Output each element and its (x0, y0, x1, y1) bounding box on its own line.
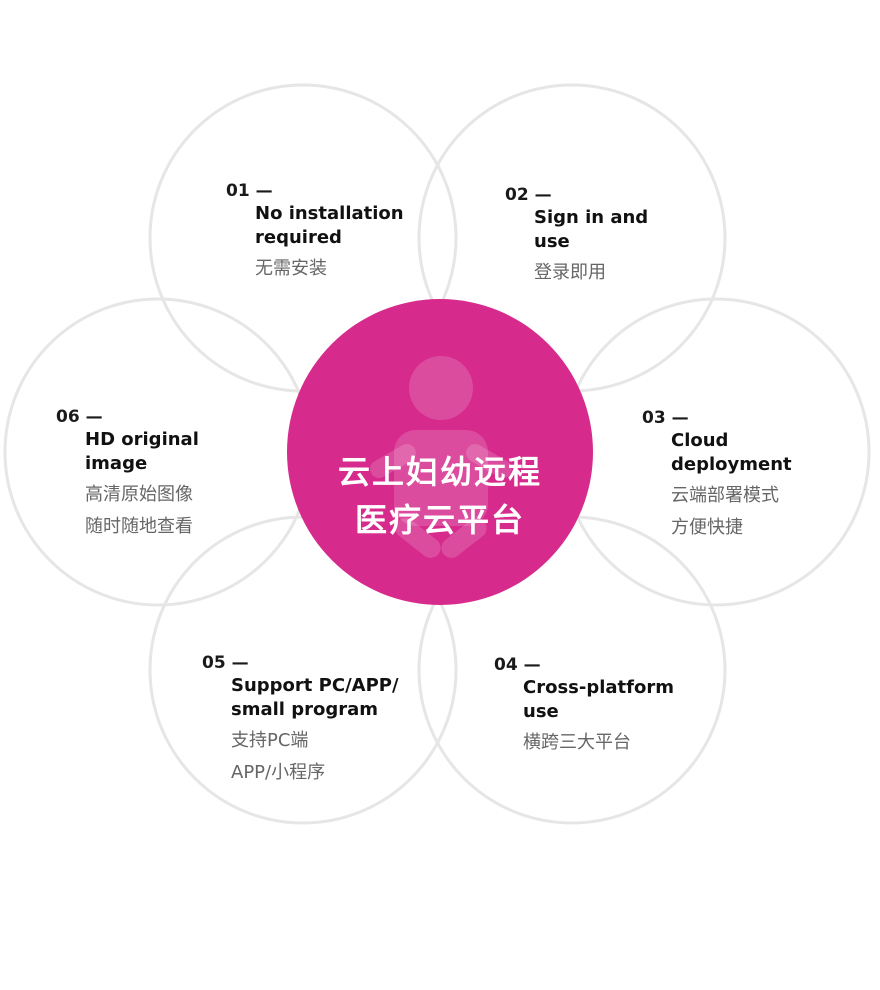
feature-number: 04 (494, 655, 694, 675)
feature-number: 06 (56, 407, 256, 427)
center-title-line1: 云上妇幼远程 (337, 453, 542, 491)
feature-title: Support PC/APP/ small program (231, 674, 402, 722)
center-title-line2: 医疗云平台 (354, 501, 525, 539)
feature-title: No installation required (255, 202, 426, 250)
feature-desc-line2: 方便快捷 (671, 517, 743, 538)
center-title: 云上妇幼远程 医疗云平台 (290, 448, 590, 544)
feature-desc: 高清原始图像 随时随地查看 (85, 479, 256, 543)
feature-title-line2: image (85, 453, 148, 474)
feature-desc-line1: 云端部署模式 (671, 485, 779, 506)
feature-05: 05 Support PC/APP/ small program 支持PC端 A… (202, 653, 402, 789)
feature-title: Cross-platform use (523, 676, 694, 724)
feature-number: 02 (505, 185, 705, 205)
feature-title-line2: required (255, 227, 342, 248)
feature-number: 03 (642, 408, 842, 428)
feature-desc-line2: APP/小程序 (231, 762, 326, 783)
feature-title: HD original image (85, 428, 256, 476)
feature-desc: 云端部署模式 方便快捷 (671, 480, 842, 544)
feature-title-line1: No installation (255, 203, 404, 224)
feature-desc-line1: 支持PC端 (231, 730, 309, 751)
feature-desc-line1: 横跨三大平台 (523, 732, 631, 753)
feature-title-line1: Support PC/APP/ (231, 675, 399, 696)
feature-desc: 登录即用 (534, 257, 705, 289)
feature-desc-line1: 高清原始图像 (85, 484, 193, 505)
feature-01: 01 No installation required 无需安装 (226, 181, 426, 285)
feature-03: 03 Cloud deployment 云端部署模式 方便快捷 (642, 408, 842, 544)
feature-02: 02 Sign in and use 登录即用 (505, 185, 705, 289)
feature-title-line2: use (523, 701, 559, 722)
feature-title: Sign in and use (534, 206, 705, 254)
feature-title-line1: Sign in and (534, 207, 649, 228)
feature-desc: 横跨三大平台 (523, 727, 694, 759)
feature-04: 04 Cross-platform use 横跨三大平台 (494, 655, 694, 759)
baby-icon (370, 356, 512, 558)
feature-number: 05 (202, 653, 402, 673)
feature-desc: 支持PC端 APP/小程序 (231, 725, 402, 789)
feature-desc: 无需安装 (255, 253, 426, 285)
feature-06: 06 HD original image 高清原始图像 随时随地查看 (56, 407, 256, 543)
feature-title-line2: deployment (671, 454, 792, 475)
feature-number: 01 (226, 181, 426, 201)
feature-desc-line2: 随时随地查看 (85, 516, 193, 537)
feature-title-line1: Cloud (671, 430, 729, 451)
feature-title-line2: small program (231, 699, 379, 720)
feature-desc-line1: 无需安装 (255, 258, 327, 279)
feature-title-line1: Cross-platform (523, 677, 674, 698)
feature-title: Cloud deployment (671, 429, 842, 477)
center-circle (287, 299, 593, 605)
feature-title-line1: HD original (85, 429, 199, 450)
feature-desc-line1: 登录即用 (534, 262, 606, 283)
feature-title-line2: use (534, 231, 570, 252)
